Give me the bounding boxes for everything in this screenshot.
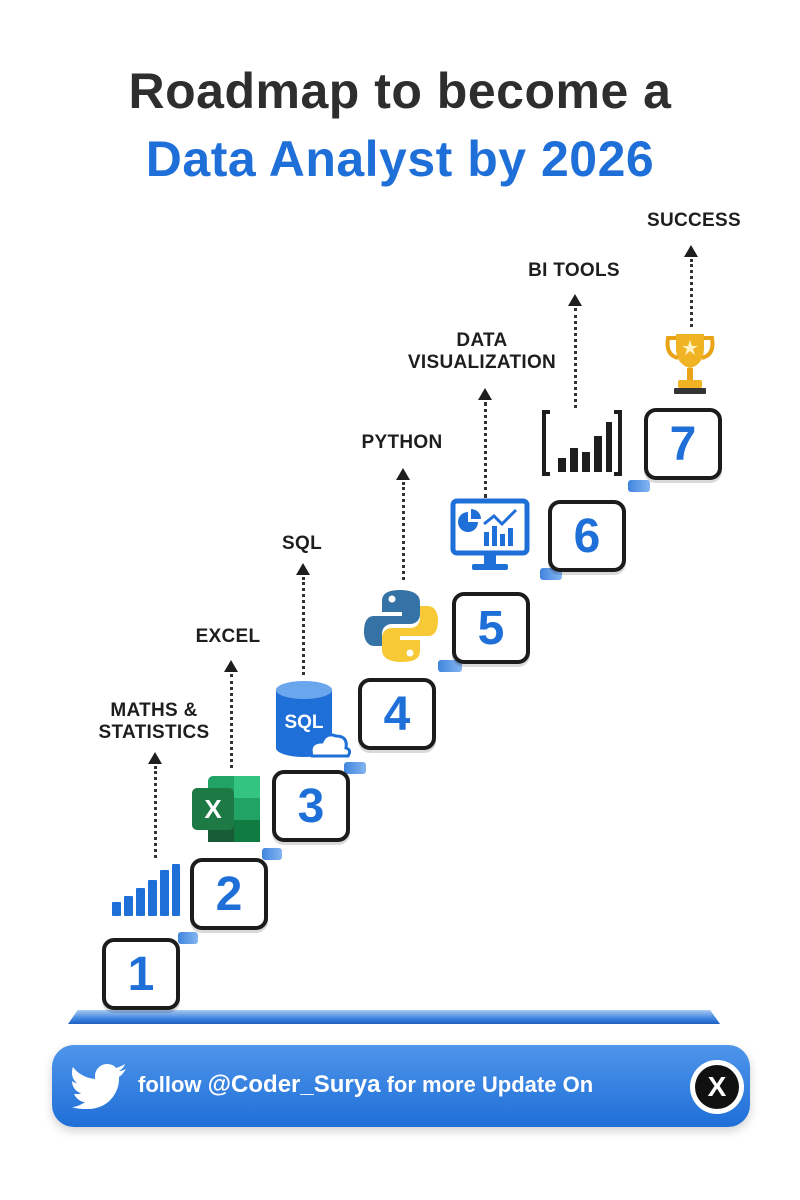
x-logo-letter: X (695, 1065, 739, 1109)
arrow-line (484, 402, 487, 498)
label-dataviz-line1: DATA (456, 330, 508, 351)
arrow-head (148, 752, 162, 764)
step-6: 6 (548, 500, 626, 572)
label-success: SUCCESS (647, 210, 741, 231)
trophy-icon (665, 334, 715, 394)
label-maths-line2: STATISTICS (98, 722, 210, 743)
arrow-head (478, 388, 492, 400)
step-edge (438, 660, 462, 672)
arrow-head (396, 468, 410, 480)
arrow-head (684, 245, 698, 257)
label-dataviz-line2: VISUALIZATION (407, 352, 557, 373)
step-edge (262, 848, 282, 860)
step-7: 7 (644, 408, 722, 480)
bar-chart-icon (112, 864, 180, 916)
label-excel: EXCEL (195, 626, 261, 647)
arrow-head (224, 660, 238, 672)
follow-text: follow @Coder_Surya for more Update On (138, 1071, 593, 1099)
label-python: PYTHON (361, 432, 443, 453)
arrow-line (402, 482, 405, 580)
python-logo-icon (364, 590, 438, 662)
data-visualization-monitor-icon (450, 498, 530, 570)
arrow-line (154, 766, 157, 858)
staircase-floor (68, 1010, 720, 1024)
label-sql: SQL (282, 533, 322, 554)
step-1: 1 (102, 938, 180, 1010)
step-3: 3 (272, 770, 350, 842)
arrow-head (568, 294, 582, 306)
step-edge (344, 762, 366, 774)
step-edge (628, 480, 650, 492)
excel-icon: X (192, 776, 260, 842)
follow-prefix: follow (138, 1072, 208, 1097)
excel-icon-letter: X (204, 794, 222, 824)
follow-banner: follow @Coder_Surya for more Update On X (52, 1045, 750, 1127)
bi-tools-chart-icon (542, 410, 622, 476)
step-4: 4 (358, 678, 436, 750)
arrow-line (302, 577, 305, 675)
step-2: 2 (190, 858, 268, 930)
arrow-line (690, 259, 693, 327)
sql-icon-text: SQL (284, 712, 323, 733)
x-logo-icon[interactable]: X (690, 1060, 744, 1114)
label-maths-line1: MATHS & (110, 700, 198, 721)
arrow-line (230, 674, 233, 768)
label-maths-statistics: MATHS & STATISTICS (86, 700, 222, 744)
follow-suffix: for more Update On (380, 1072, 594, 1097)
twitter-handle-link[interactable]: @Coder_Surya (207, 1071, 381, 1098)
title-line-1: Roadmap to become a (128, 63, 672, 119)
sql-database-icon: SQL (276, 681, 352, 758)
step-edge (178, 932, 198, 944)
arrow-line (574, 308, 577, 408)
title-line-2: Data Analyst by 2026 (145, 131, 655, 187)
label-data-visualization: DATA VISUALIZATION (394, 330, 570, 374)
label-bi-tools: BI TOOLS (528, 260, 620, 281)
step-5: 5 (452, 592, 530, 664)
arrow-head (296, 563, 310, 575)
twitter-bird-icon (72, 1064, 126, 1109)
